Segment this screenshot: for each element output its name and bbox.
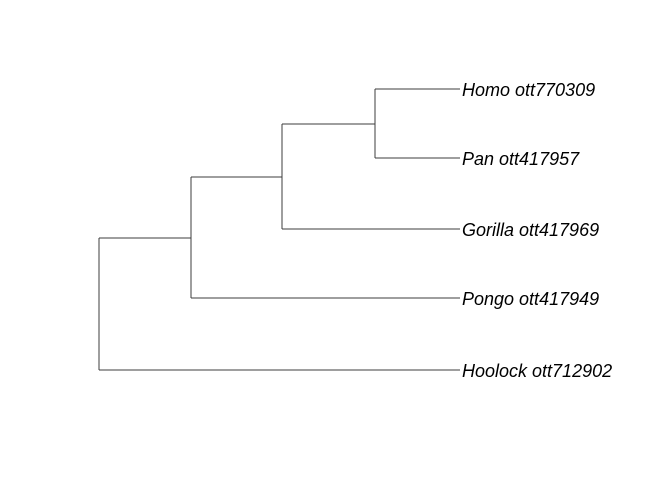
branch-layer [98, 88, 460, 371]
tip-label-pan: Pan ott417957 [462, 149, 580, 169]
tip-label-gorilla: Gorilla ott417969 [462, 220, 599, 240]
tip-label-pongo: Pongo ott417949 [462, 289, 599, 309]
tip-label-hoolock: Hoolock ott712902 [462, 361, 612, 381]
tip-label-homo: Homo ott770309 [462, 80, 595, 100]
